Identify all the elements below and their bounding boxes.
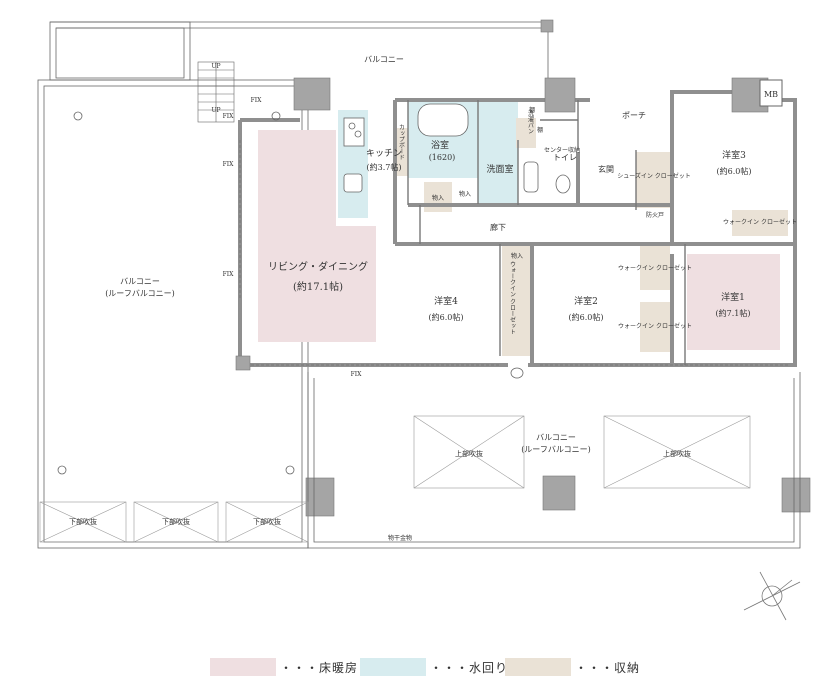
fixtures	[343, 103, 571, 379]
balcony-bottom-area	[307, 372, 801, 549]
fix-label-5: FIX	[351, 371, 363, 378]
meter-box	[759, 79, 783, 107]
toilet-label: トイレ	[553, 153, 577, 162]
western1-size-label: (約7.1帖)	[716, 308, 751, 318]
stairs	[197, 61, 235, 123]
windows	[239, 140, 790, 366]
upper-void-label-2: 上部吹抜	[663, 449, 691, 458]
legend-label-floor-heating: ・・・床暖房	[280, 661, 359, 675]
floor-heating-areas	[258, 130, 780, 350]
thin-walls	[407, 100, 686, 365]
bath-label: 浴室	[431, 139, 449, 151]
washroom-label: 洗面室	[486, 163, 513, 175]
compass-icon	[743, 571, 801, 621]
legend-label-storage: ・・・収納	[575, 661, 641, 675]
corridor-label: 廊下	[490, 222, 506, 232]
shelf-label-2: 棚	[537, 126, 543, 134]
walkin-closet-label-1: ウォークイン クローゼット	[618, 322, 692, 330]
fix-label-1: FIX	[251, 97, 263, 104]
balcony-left-label: バルコニー	[120, 277, 160, 286]
western2-size-label: (約6.0帖)	[569, 312, 604, 322]
legend-swatch-wet-area	[360, 658, 426, 676]
balcony-left-sublabel: (ルーフバルコニー)	[105, 289, 175, 298]
center-storage-label: センター収納	[544, 146, 580, 154]
living-label: リビング・ダイニング	[268, 260, 368, 273]
legend-swatch-floor-heating	[210, 658, 276, 676]
walkin-closet-label-4: ウォークイン クローゼット	[509, 261, 516, 335]
shelf-label: 棚	[529, 106, 535, 114]
balcony-top-area	[49, 21, 549, 81]
walkin-closet-label-2: ウォークイン クローゼット	[618, 264, 692, 272]
porch-label: ポーチ	[622, 111, 646, 120]
walkin-closet-label-3: ウォークイン クローゼット	[723, 218, 797, 226]
kitchen-size-label: (約3.7帖)	[367, 162, 402, 172]
upper-void-label-1: 上部吹抜	[455, 449, 483, 458]
mb-label: MB	[764, 90, 778, 99]
fix-label-3: FIX	[223, 161, 235, 168]
entrance-label: 玄関	[598, 164, 614, 174]
storage-label-3: 物入	[511, 252, 523, 260]
western2-label: 洋室2	[574, 295, 598, 307]
western4-label: 洋室4	[434, 295, 458, 307]
up-label-2: UP	[211, 107, 220, 114]
laundry-pan-label: 洗濯パン	[527, 109, 534, 134]
storage-label-2: 物入	[459, 190, 471, 198]
western3-label: 洋室3	[722, 149, 746, 161]
fire-door-label: 防火戸	[646, 211, 664, 219]
living-size-label: (約17.1帖)	[293, 280, 343, 293]
balcony-top-label: バルコニー	[364, 55, 404, 64]
storage-areas	[394, 118, 788, 356]
legend-swatch-storage	[505, 658, 571, 676]
drains	[57, 111, 295, 475]
fix-label-2: FIX	[223, 113, 235, 120]
up-label-1: UP	[211, 63, 220, 70]
drying-rack-label: 物干金物	[388, 534, 412, 542]
lower-void-label-1: 下部吹抜	[69, 517, 97, 526]
legend-label-wet-area: ・・・水回り	[430, 661, 509, 675]
western1-label: 洋室1	[721, 291, 745, 303]
kitchen-label: キッチン	[366, 148, 402, 159]
fix-label-4: FIX	[223, 271, 235, 278]
floor-plan-drawing: バルコニー バルコニー (ルーフバルコニー) バルコニー (ルーフバルコニー) …	[37, 19, 811, 621]
balcony-bottom-label: バルコニー	[536, 433, 576, 442]
lower-voids	[39, 501, 309, 543]
bath-size-label: (1620)	[429, 153, 456, 162]
lower-void-label-3: 下部吹抜	[253, 517, 281, 526]
western3-size-label: (約6.0帖)	[717, 166, 752, 176]
upper-voids	[413, 415, 751, 489]
legend: ・・・床暖房 ・・・水回り ・・・収納	[0, 652, 831, 682]
balcony-bottom-sublabel: (ルーフバルコニー)	[521, 445, 591, 454]
lower-void-label-2: 下部吹抜	[162, 517, 190, 526]
shoes-closet-label: シューズイン クローゼット	[617, 172, 691, 180]
storage-label-1: 物入	[432, 194, 444, 202]
cupboard-label: カップボード	[398, 124, 405, 160]
western4-size-label: (約6.0帖)	[429, 312, 464, 322]
